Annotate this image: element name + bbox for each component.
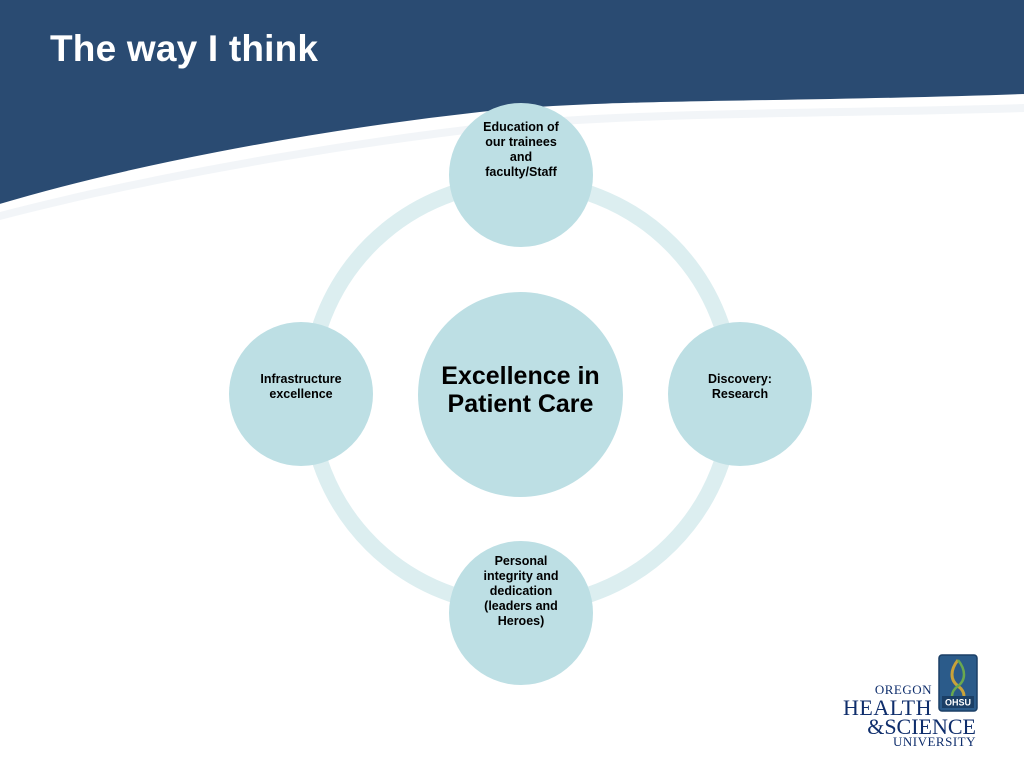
node-personal-integrity-label: Personal integrity and dedication (leade…	[483, 553, 559, 628]
node-personal-integrity: Personal integrity and dedication (leade…	[449, 541, 593, 685]
node-education: Education of our trainees and faculty/St…	[449, 103, 593, 247]
node-center-label: Excellence in Patient Care	[441, 361, 600, 418]
ohsu-emblem-icon: OHSU	[938, 654, 978, 712]
logo-science: &SCIENCE	[867, 714, 976, 739]
logo-oregon: OREGON	[874, 682, 932, 697]
ohsu-emblem-text: OHSU	[945, 698, 971, 708]
node-discovery: Discovery: Research	[668, 322, 812, 466]
node-center-excellence: Excellence in Patient Care	[418, 292, 623, 497]
logo-health: HEALTH	[843, 695, 932, 720]
node-infrastructure-label: Infrastructure excellence	[260, 372, 342, 401]
logo-university: UNIVERSITY	[893, 734, 976, 749]
header-wave-stripe	[0, 94, 1024, 208]
ohsu-logo: OHSU OREGON HEALTH &SCIENCE UNIVERSITY	[843, 652, 984, 752]
node-education-label: Education of our trainees and faculty/St…	[483, 120, 559, 179]
node-discovery-label: Discovery: Research	[708, 372, 772, 401]
node-infrastructure: Infrastructure excellence	[229, 322, 373, 466]
slide-title: The way I think	[50, 28, 319, 69]
